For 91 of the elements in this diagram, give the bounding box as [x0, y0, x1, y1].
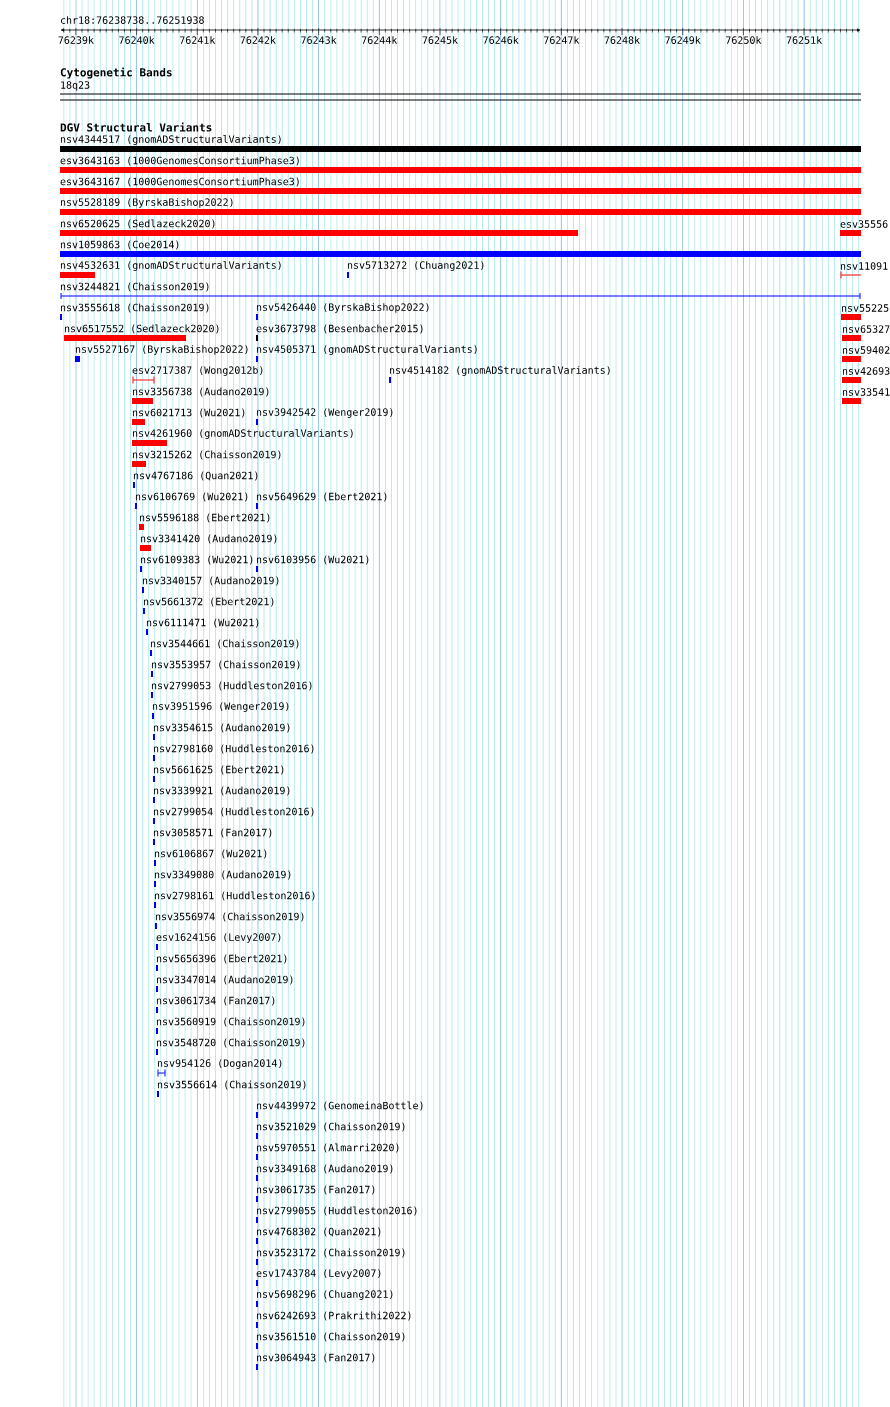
- variant-label: nsv3544661 (Chaisson2019): [150, 639, 299, 649]
- scale-label: 76239k: [58, 36, 94, 44]
- variant-label: nsv3942542 (Wenger2019): [256, 408, 393, 418]
- variant-label: nsv3347014 (Audano2019): [156, 975, 293, 985]
- variant-label: nsv2798161 (Huddleston2016): [154, 891, 315, 901]
- variant-label: nsv4767186 (Quan2021): [133, 471, 258, 481]
- variant-label: nsv3951596 (Wenger2019): [152, 702, 289, 712]
- scale-label: 76245k: [422, 36, 458, 44]
- variant-label: nsv4344517 (gnomADStructuralVariants): [60, 135, 281, 145]
- variant-label: nsv3340157 (Audano2019): [142, 576, 279, 586]
- variant-label: nsv42693: [842, 367, 890, 375]
- variant-label: nsv3215262 (Chaisson2019): [132, 450, 281, 460]
- band-label: 18q23: [61, 81, 90, 91]
- variant-label: nsv3548720 (Chaisson2019): [156, 1038, 305, 1048]
- variant-label: nsv3064943 (Fan2017): [256, 1353, 375, 1363]
- variant-label: nsv2799053 (Huddleston2016): [151, 681, 312, 691]
- variant-label: nsv3349080 (Audano2019): [154, 870, 291, 880]
- variant-label: nsv5649629 (Ebert2021): [256, 492, 387, 502]
- variant-label: esv1624156 (Levy2007): [156, 933, 281, 943]
- variant-label: nsv5527167 (ByrskaBishop2022): [75, 345, 248, 355]
- variant-label: nsv6106867 (Wu2021): [154, 849, 267, 859]
- track-title: DGV Structural Variants: [60, 122, 212, 132]
- variant-label: nsv6106769 (Wu2021): [135, 492, 248, 502]
- scale-label: 76248k: [604, 36, 640, 44]
- variant-label: nsv5661625 (Ebert2021): [153, 765, 284, 775]
- variant-label: esv2717387 (Wong2012b): [132, 366, 263, 376]
- scale-label: 76244k: [361, 36, 398, 44]
- variant-label: esv3673798 (Besenbacher2015): [256, 324, 423, 334]
- variant-label: nsv5970551 (Almarri2020): [256, 1143, 399, 1153]
- variant-label: nsv5698296 (Chuang2021): [256, 1290, 393, 1300]
- scale-label: 76251k: [786, 36, 822, 44]
- variant-label: nsv6109383 (Wu2021): [140, 555, 253, 565]
- variant-label: nsv6111471 (Wu2021): [146, 618, 259, 628]
- variant-label: nsv59402: [842, 346, 890, 354]
- variant-label: nsv5661372 (Ebert2021): [143, 597, 274, 607]
- variant-label: nsv5528189 (ByrskaBishop2022): [60, 198, 233, 208]
- variant-label: nsv2799055 (Huddleston2016): [256, 1206, 417, 1216]
- variant-label: nsv4768302 (Quan2021): [256, 1227, 381, 1237]
- variant-label: nsv6520625 (Sedlazeck2020): [60, 219, 215, 229]
- variant-label: nsv4439972 (GenomeinaBottle): [256, 1101, 423, 1111]
- variant-label: nsv11091: [840, 262, 888, 270]
- variant-label: nsv2798160 (Huddleston2016): [153, 744, 314, 754]
- variant-label: nsv65327: [842, 325, 890, 333]
- scale-label: 76240k: [119, 36, 155, 44]
- variant-label: nsv55225: [841, 304, 889, 312]
- scale-label: 76241k: [179, 36, 216, 44]
- variant-label: nsv3354615 (Audano2019): [153, 723, 290, 733]
- variant-label: nsv3339921 (Audano2019): [153, 786, 290, 796]
- variant-label: nsv3521029 (Chaisson2019): [256, 1122, 405, 1132]
- variant-label: esv3643167 (1000GenomesConsortiumPhase3): [60, 177, 299, 187]
- variant-label: nsv4532631 (gnomADStructuralVariants): [60, 261, 281, 271]
- variant-label: nsv954126 (Dogan2014): [157, 1059, 282, 1069]
- variant-label: nsv3349168 (Audano2019): [256, 1164, 393, 1174]
- variant-label: nsv4261960 (gnomADStructuralVariants): [132, 429, 353, 439]
- variant-label: nsv3553957 (Chaisson2019): [151, 660, 300, 670]
- scale-label: 76246k: [483, 36, 519, 44]
- variant-label: nsv3556614 (Chaisson2019): [157, 1080, 306, 1090]
- variant-label: nsv5656396 (Ebert2021): [156, 954, 287, 964]
- scale-label: 76249k: [665, 36, 701, 44]
- variant-label: nsv3556974 (Chaisson2019): [155, 912, 304, 922]
- variant-label: nsv5596188 (Ebert2021): [139, 513, 270, 523]
- variant-label: nsv4514182 (gnomADStructuralVariants): [389, 366, 610, 376]
- variant-label: nsv3356738 (Audano2019): [132, 387, 269, 397]
- variant-label: esv35556: [840, 220, 888, 228]
- scale-label: 76242k: [240, 36, 276, 44]
- variant-label: nsv3560919 (Chaisson2019): [156, 1017, 305, 1027]
- variant-label: nsv5713272 (Chuang2021): [347, 261, 484, 271]
- variant-label: nsv3058571 (Fan2017): [153, 828, 272, 838]
- scale-label: 76250k: [726, 36, 762, 44]
- variant-label: nsv3061735 (Fan2017): [256, 1185, 375, 1195]
- variant-label: nsv3341420 (Audano2019): [140, 534, 277, 544]
- variant-label: nsv33541: [842, 388, 890, 396]
- variant-label: nsv4505371 (gnomADStructuralVariants): [256, 345, 477, 355]
- variant-label: nsv6517552 (Sedlazeck2020): [64, 324, 219, 334]
- location-label: chr18:76238738..76251938: [60, 16, 204, 24]
- variant-label: nsv2799054 (Huddleston2016): [153, 807, 314, 817]
- variant-label: nsv1059863 (Coe2014): [60, 240, 179, 250]
- variant-label: nsv6021713 (Wu2021): [132, 408, 245, 418]
- track-title: Cytogenetic Bands: [60, 67, 172, 79]
- variant-label: nsv3555618 (Chaisson2019): [60, 303, 209, 313]
- variant-label: nsv6103956 (Wu2021): [256, 555, 369, 565]
- variant-label: nsv3244821 (Chaisson2019): [60, 282, 209, 292]
- variant-label: esv1743784 (Levy2007): [256, 1269, 381, 1279]
- variant-label: nsv5426440 (ByrskaBishop2022): [256, 303, 429, 313]
- variant-label: nsv3523172 (Chaisson2019): [256, 1248, 405, 1258]
- scale-label: 76243k: [301, 36, 337, 44]
- variant-label: esv3643163 (1000GenomesConsortiumPhase3): [60, 156, 299, 166]
- variant-label: nsv3061734 (Fan2017): [156, 996, 275, 1006]
- scale-label: 76247k: [544, 36, 580, 44]
- variant-label: nsv3561510 (Chaisson2019): [256, 1332, 405, 1342]
- variant-label: nsv6242693 (Prakrithi2022): [256, 1311, 411, 1321]
